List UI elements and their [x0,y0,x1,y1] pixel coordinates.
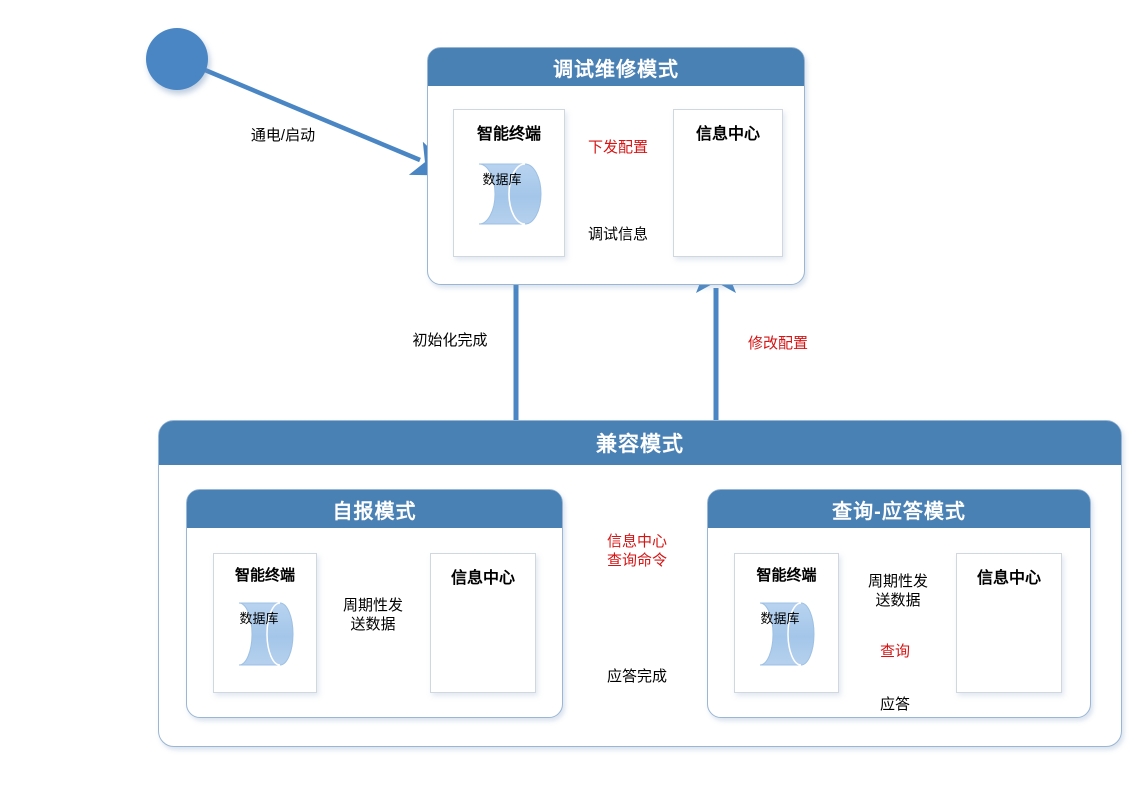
arrow-power-on [204,67,458,176]
panel-self-report-body: 智能终端 数据库 [187,528,562,717]
entity-terminal-query-reply[interactable]: 智能终端 数据库 [734,553,839,693]
panel-query-reply-body: 智能终端 数据库 [708,528,1090,717]
entity-terminal-query-reply-label: 智能终端 [756,567,817,584]
panel-self-report-title: 自报模式 [187,490,562,528]
entity-terminal-debug-label: 智能终端 [476,126,541,143]
label-push-config: 下发配置 [587,139,648,156]
label-init-done: 初始化完成 [412,332,488,349]
panel-debug-maintenance-body: 智能终端 数据库 [428,86,804,284]
database-cylinder-query-reply: 数据库 [757,598,819,670]
entity-center-debug[interactable]: 信息中心 [673,109,783,257]
entity-center-self-report-label: 信息中心 [450,570,515,587]
database-cylinder-self-report-label: 数据库 [239,611,279,626]
label-debug-info: 调试信息 [587,226,648,243]
database-cylinder-query-reply-label: 数据库 [760,611,800,626]
panel-debug-maintenance-title: 调试维修模式 [428,48,804,86]
entity-center-self-report[interactable]: 信息中心 [430,553,536,693]
label-power-on: 通电/启动 [250,127,316,144]
label-query: 查询 [879,643,910,660]
label-center-query-cmd: 信息中心 查询命令 [606,533,667,569]
database-cylinder-self-report: 数据库 [236,598,298,670]
label-reply-done: 应答完成 [606,668,667,685]
panel-compatible-mode-title: 兼容模式 [159,421,1121,465]
label-periodic-send-self: 周期性发 送数据 [342,597,403,633]
database-cylinder-debug: 数据库 [475,158,547,230]
entity-terminal-self-report[interactable]: 智能终端 数据库 [213,553,317,693]
entity-center-query-reply[interactable]: 信息中心 [956,553,1062,693]
panel-query-reply-title: 查询-应答模式 [708,490,1090,528]
entity-terminal-debug[interactable]: 智能终端 数据库 [453,109,565,257]
entity-terminal-self-report-label: 智能终端 [234,567,295,584]
label-reply: 应答 [879,696,910,713]
panel-debug-maintenance-mode[interactable]: 调试维修模式 智能终端 [427,47,805,285]
panel-query-reply-mode[interactable]: 查询-应答模式 智能终端 [707,489,1091,718]
database-cylinder-debug-label: 数据库 [482,172,522,187]
entity-center-debug-label: 信息中心 [695,126,760,143]
entity-center-query-reply-label: 信息中心 [976,570,1041,587]
label-modify-config: 修改配置 [747,335,808,352]
start-node [146,28,208,90]
label-periodic-send-query: 周期性发 送数据 [867,573,928,609]
panel-self-report-mode[interactable]: 自报模式 智能终端 [186,489,563,718]
